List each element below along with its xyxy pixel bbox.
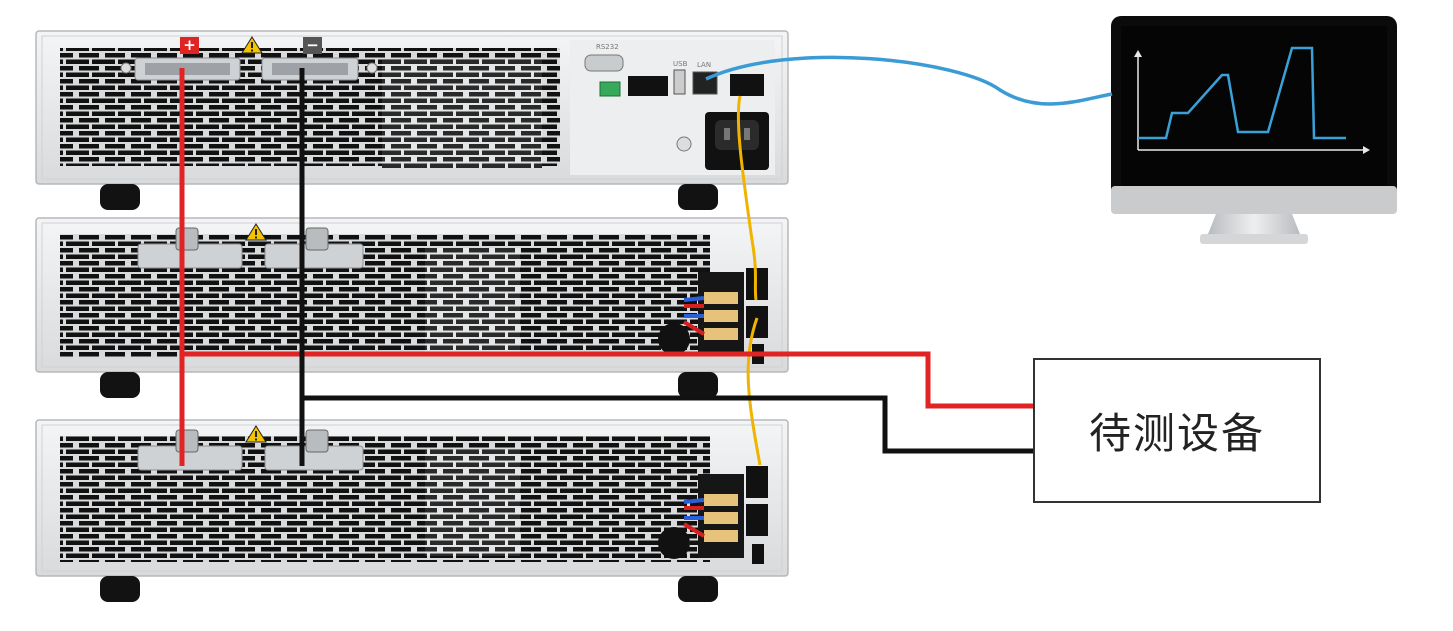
network-cable — [705, 55, 1113, 106]
digital-io-port — [628, 76, 668, 96]
svg-text:+: + — [183, 36, 196, 54]
screw-icon — [366, 62, 378, 74]
usb-port — [673, 69, 686, 95]
monitor-icon — [1111, 16, 1397, 244]
ground-screw — [676, 136, 692, 152]
positive-marker — [180, 37, 199, 54]
warning-icon — [245, 425, 267, 443]
sync-port — [746, 466, 768, 498]
power-inlet-icon — [705, 112, 769, 170]
sync-cable — [736, 95, 758, 301]
svg-text:−: − — [306, 36, 319, 54]
sync-port — [746, 268, 768, 300]
svg-text:USB: USB — [673, 60, 688, 68]
negative-marker — [303, 37, 322, 54]
svg-text:LAN: LAN — [697, 61, 711, 69]
green-terminal-block — [599, 81, 621, 97]
rs232-port — [584, 54, 624, 72]
output-waveform — [1138, 46, 1346, 140]
device-under-test: 待测设备 — [1033, 358, 1321, 503]
screw-icon — [120, 62, 132, 74]
power-supply-unit-master: + − RS232 USB LAN — [35, 30, 789, 210]
sync-port — [730, 74, 764, 96]
negative-wire — [299, 68, 1033, 466]
power-supply-unit-slave-2 — [35, 419, 789, 602]
positive-wire — [179, 68, 1033, 466]
warning-icon — [245, 223, 267, 241]
sync-port — [746, 504, 768, 536]
sync-cable — [746, 317, 762, 466]
power-supply-unit-slave-1 — [35, 217, 789, 398]
device-under-test-label: 待测设备 — [1088, 409, 1265, 458]
warning-icon — [241, 36, 263, 54]
svg-text:RS232: RS232 — [596, 43, 619, 51]
